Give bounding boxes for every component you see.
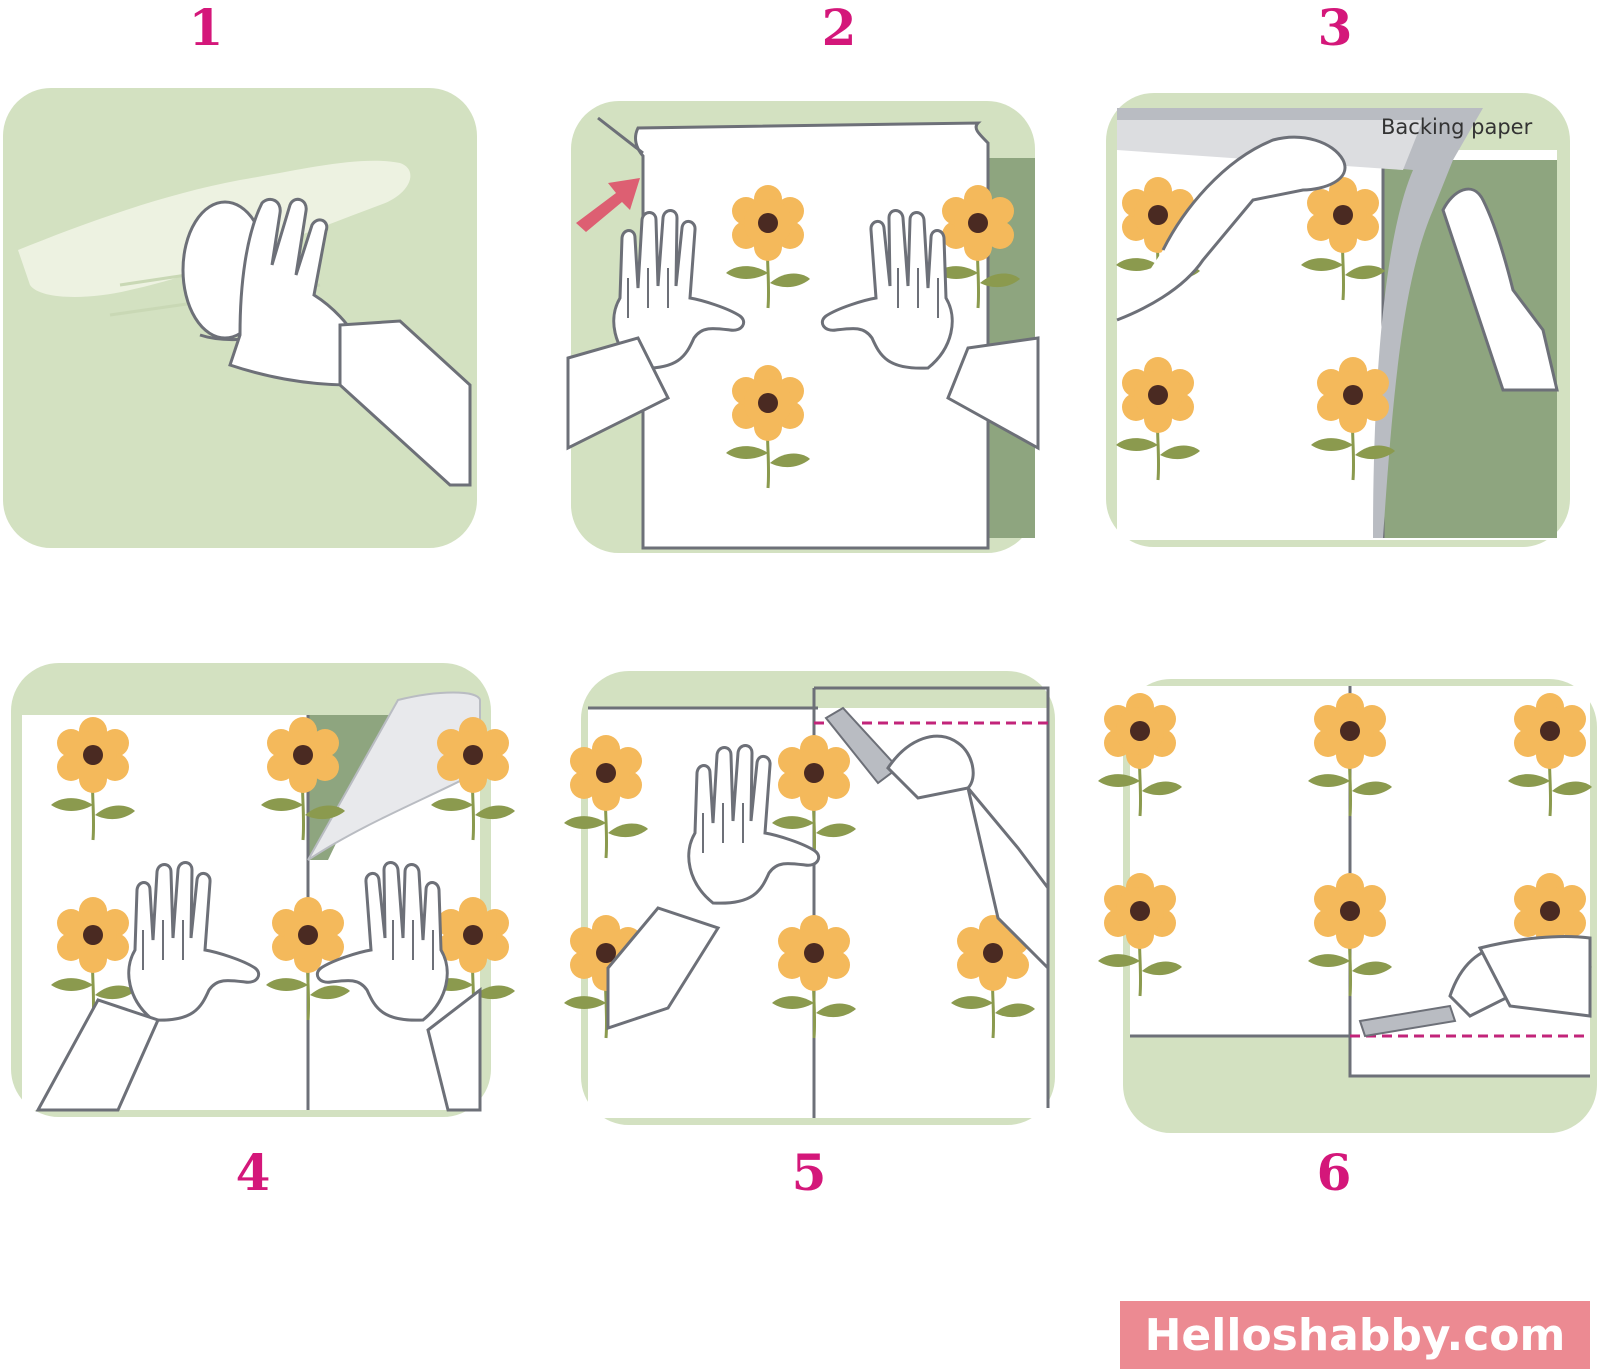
step-6-panel [1096,679,1597,1133]
overlap-cut-icon [562,706,1050,1040]
press-wallpaper-icon [35,691,517,1112]
trim-bottom-icon [1096,691,1594,1038]
step-5-panel [562,671,1055,1125]
step-3-panel: Backing paper [1106,93,1570,547]
wallpaper-align-icon [566,116,1040,550]
step-1-panel [3,88,477,548]
peel-backing-icon [1114,108,1559,538]
step-number-4: 4 [235,1143,271,1202]
step-number-6: 6 [1316,1143,1352,1202]
watermark-banner: Helloshabby.com [1120,1301,1590,1369]
cleaning-cloth-icon [18,160,472,487]
watermark-text: Helloshabby.com [1144,1309,1566,1361]
backing-paper-label: Backing paper [1381,115,1533,139]
step-number-3: 3 [1317,0,1353,57]
step-number-1: 1 [188,0,224,57]
step-4-panel [11,663,517,1117]
step-2-panel [566,101,1040,553]
step-number-2: 2 [821,0,857,57]
step-number-5: 5 [791,1143,827,1202]
